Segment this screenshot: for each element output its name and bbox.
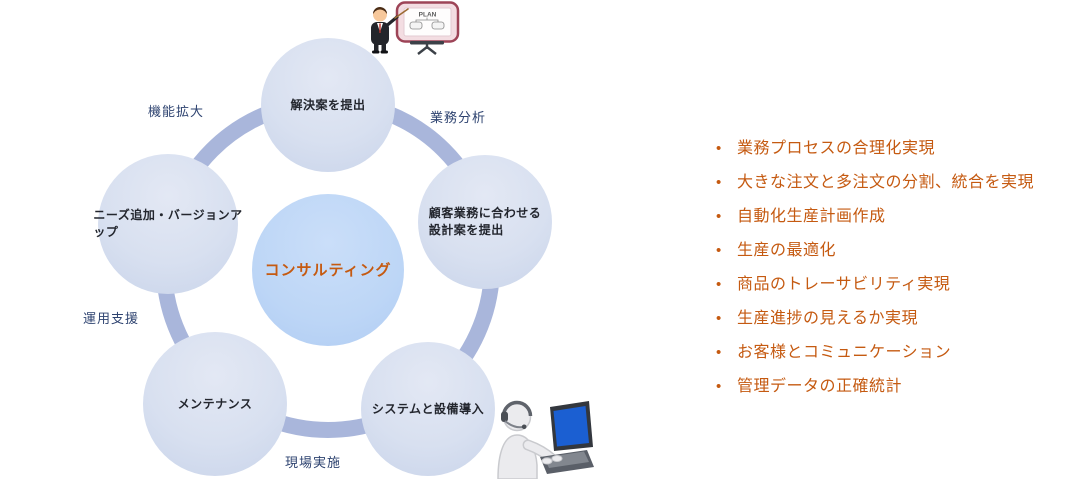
node-design-proposal: 顧客業務に合わせる 設計案を提出 [418,155,552,289]
bullet-icon: • [716,140,722,157]
benefit-item: • 商品のトレーサビリティ実現 [716,274,1034,295]
benefit-text: 生産進捗の見えるか実現 [737,310,919,327]
org-chart-lines [415,17,439,22]
consulting-cycle-diagram: コンサルティング 解決案を提出 顧客業務に合わせる 設計案を提出 システムと設備… [83,1,594,479]
laptop [540,401,594,474]
node-propose-solution: 解決案を提出 [261,38,395,172]
edge-label-operation-support: 運用支援 [83,311,140,326]
bullet-icon: • [716,174,722,191]
benefit-item: • 大きな注文と多注文の分割、統合を実現 [716,172,1034,193]
presenter-clipart: PLAN [371,1,460,55]
node-needs-version-up: ニーズ追加・バージョンア ップ [93,154,242,294]
plan-label: PLAN [419,12,437,19]
center-node-consulting: コンサルティング [252,194,404,346]
node-label: 顧客業務に合わせる 設計案を提出 [428,206,542,237]
benefit-text: 商品のトレーサビリティ実現 [737,276,951,293]
presenter-figure [371,7,409,54]
bullet-icon: • [716,344,722,361]
bullet-icon: • [716,242,722,259]
red-tie [379,23,381,33]
node-system-equipment-install: システムと設備導入 [361,342,495,476]
benefit-text: 管理データの正確統計 [737,378,903,395]
bullet-icon: • [716,310,722,327]
headset-mic-boom [504,420,524,429]
bullet-icon: • [716,208,722,225]
benefit-item: • 管理データの正確統計 [716,376,1034,397]
bullet-icon: • [716,276,722,293]
headset-earpiece [501,411,508,422]
node-label: ニーズ追加・バージョンア ップ [93,208,243,239]
pointer-stick [394,8,409,19]
benefit-text: お客様とコミュニケーション [737,344,952,361]
support-person [497,400,558,479]
benefit-text: 大きな注文と多注文の分割、統合を実現 [737,174,1035,191]
person-hand [541,457,553,465]
benefit-item: • 自動化生産計画作成 [716,206,1034,227]
benefit-item: • 業務プロセスの合理化実現 [716,138,1034,159]
benefit-item: • お客様とコミュニケーション [716,342,1034,363]
edge-label-function-expansion: 機能拡大 [148,104,205,119]
headset-mic [521,424,527,430]
center-node-label: コンサルティング [264,261,392,279]
headset-band [501,400,533,417]
presenter-head [373,7,387,22]
benefit-text: 生産の最適化 [737,242,837,259]
laptop-screen [553,406,589,447]
whiteboard-stand [410,41,444,55]
edge-label-onsite-implementation: 現場実施 [285,455,342,470]
support-person-clipart [497,400,594,479]
laptop-keyboard [544,451,589,468]
bullet-icon: • [716,378,722,395]
benefit-text: 業務プロセスの合理化実現 [737,140,936,157]
presenter-hair [373,7,387,14]
node-maintenance: メンテナンス [143,332,287,476]
benefits-list: • 業務プロセスの合理化実現 • 大きな注文と多注文の分割、統合を実現 • 自動… [716,138,1034,410]
benefit-text: 自動化生産計画作成 [737,208,886,225]
benefit-item: • 生産の最適化 [716,240,1034,261]
benefit-item: • 生産進捗の見えるか実現 [716,308,1034,329]
edge-label-business-analysis: 業務分析 [430,110,487,125]
node-label: システムと設備導入 [371,401,485,416]
node-label: メンテナンス [177,396,253,411]
whiteboard: PLAN [395,1,460,43]
person-hand [551,455,563,462]
node-label: 解決案を提出 [290,97,366,112]
suit-body [371,22,389,45]
